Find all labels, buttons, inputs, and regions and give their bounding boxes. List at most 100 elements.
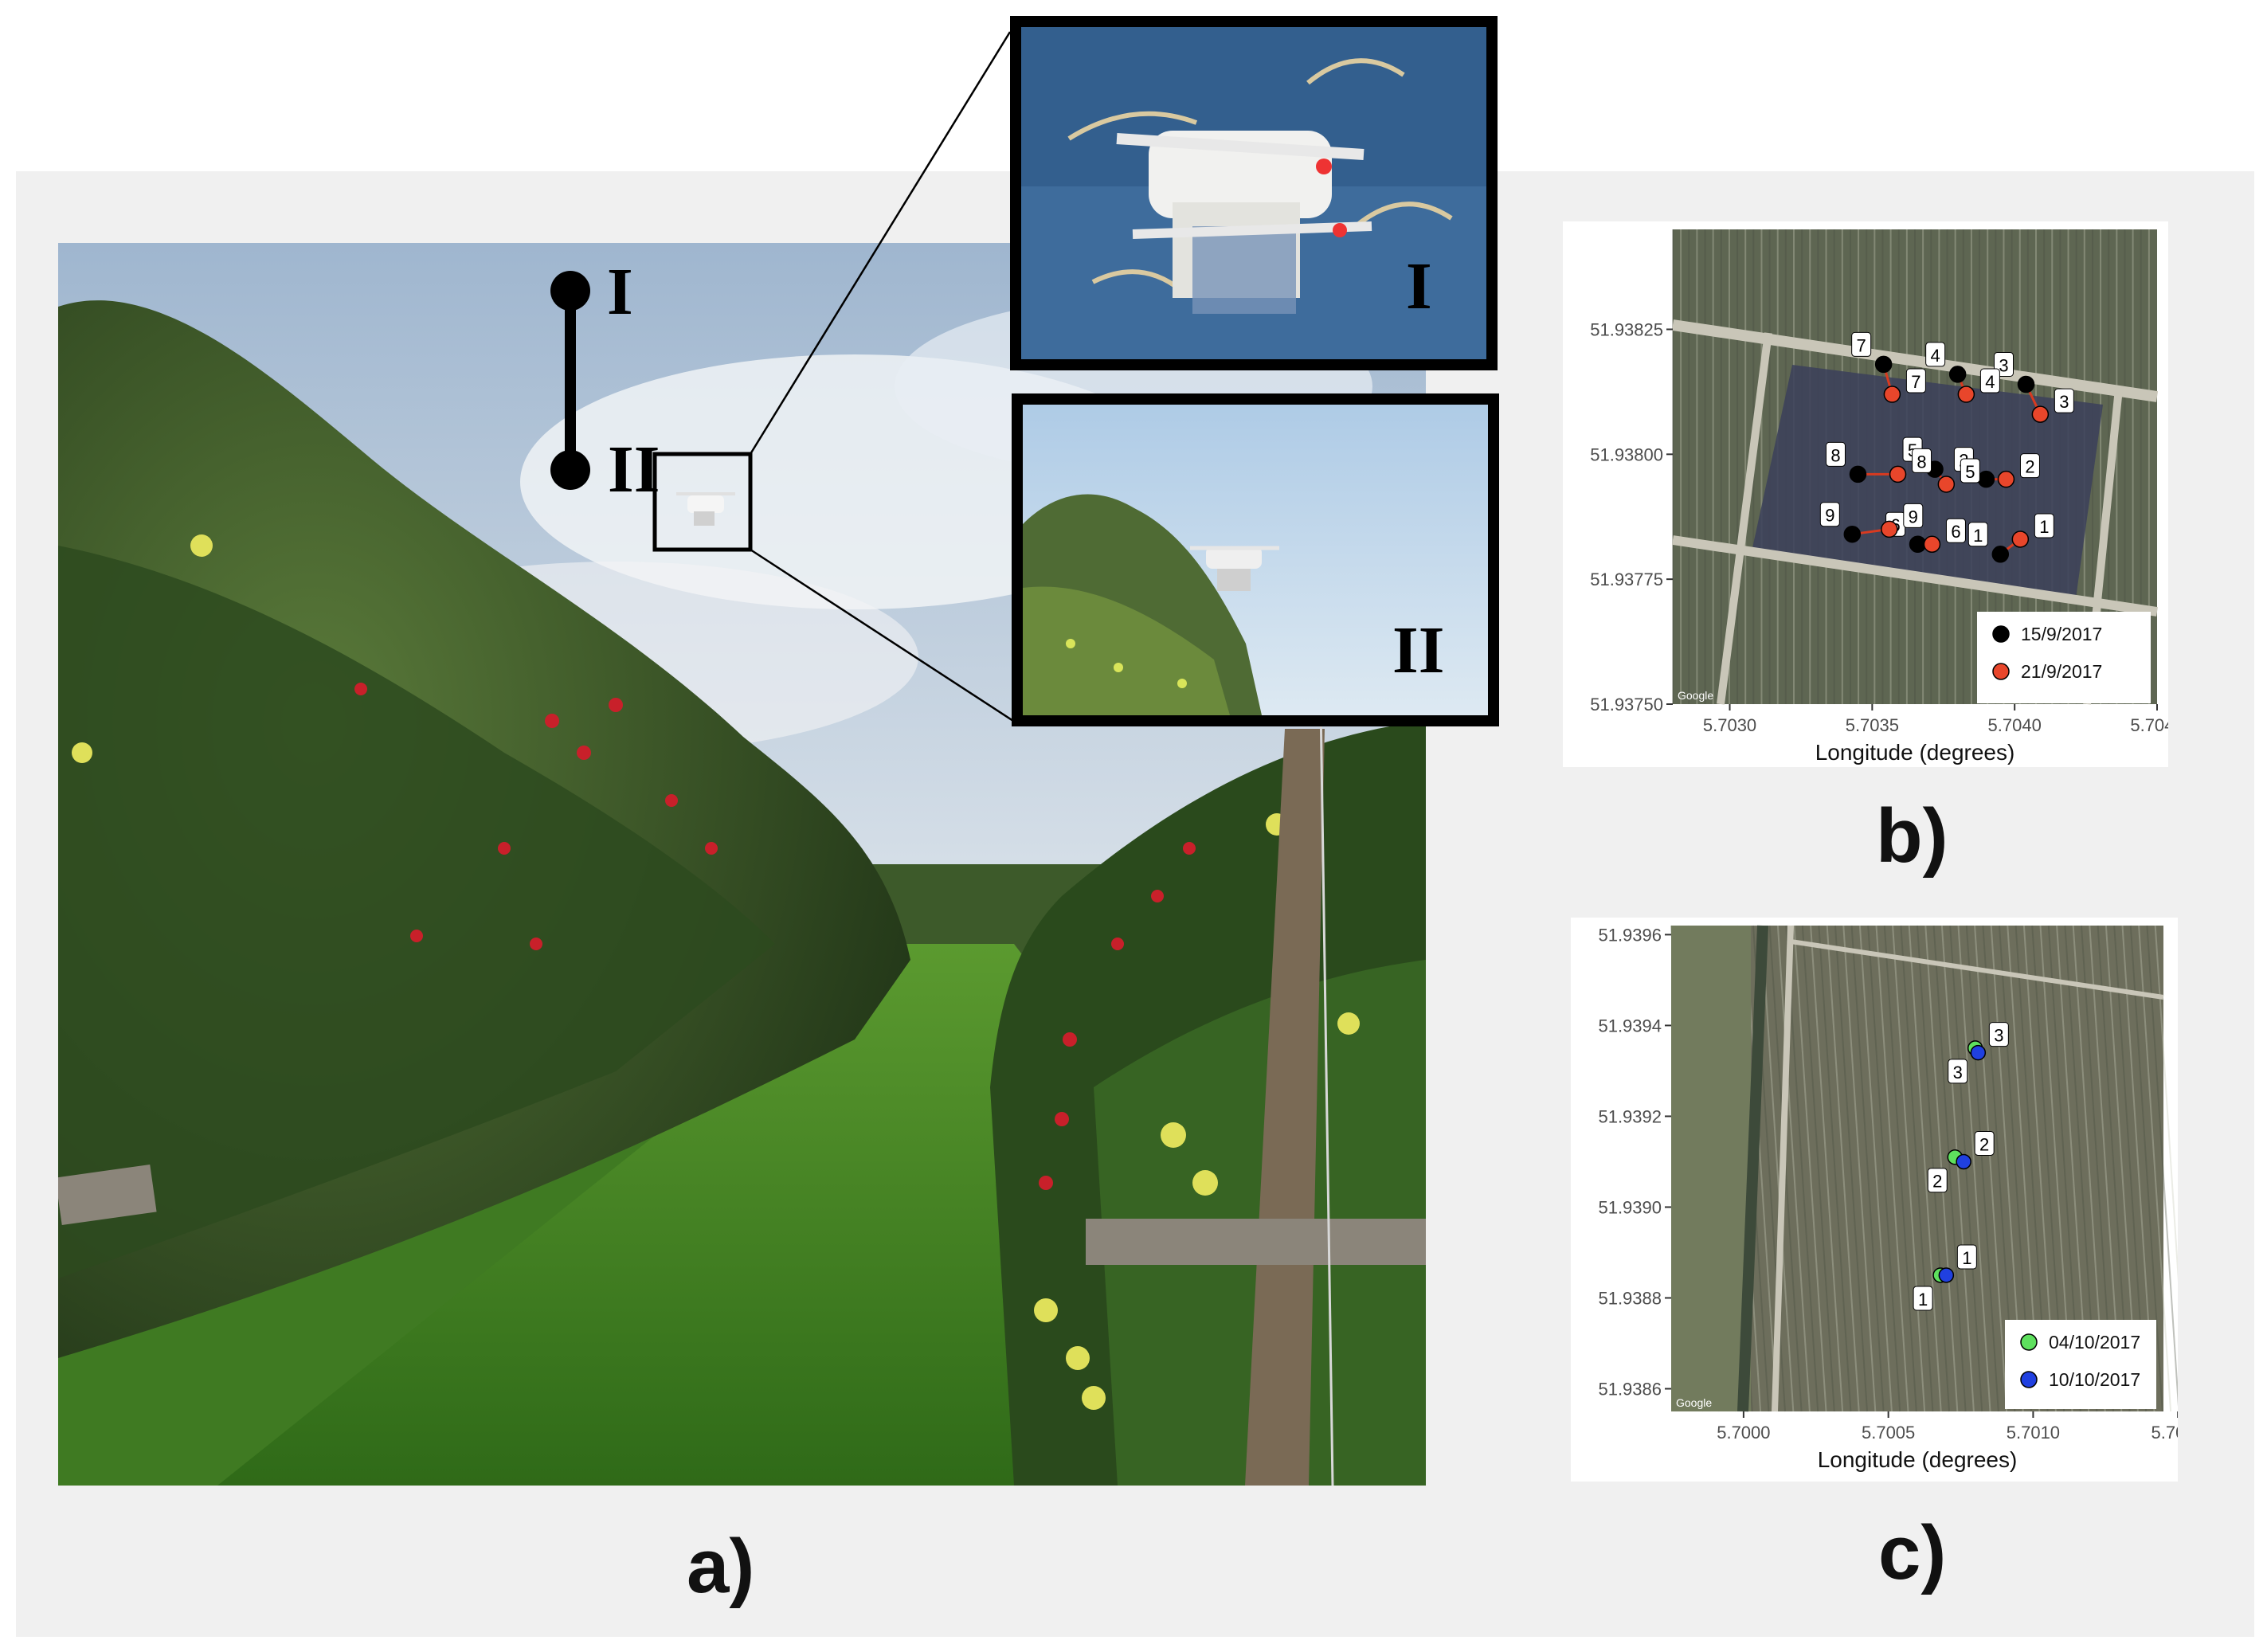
point-label: 1 <box>1962 1248 1971 1268</box>
data-point <box>1956 1153 1971 1170</box>
point-label-box <box>1956 1244 1977 1270</box>
chart-c: 51.9386 51.9388 51.9390 51.9392 51.9394 51.93… <box>1571 918 2178 1482</box>
data-point <box>1991 546 2010 563</box>
x-tick-label: 5.7000 <box>1717 1423 1770 1443</box>
road <box>1790 939 2164 1000</box>
data-point <box>1909 535 1927 553</box>
data-point <box>1997 470 2015 488</box>
y-tick-label: 51.9388 <box>1598 1288 1662 1308</box>
data-point <box>2017 375 2035 393</box>
x-tick-label: 5.7010 <box>2007 1423 2060 1443</box>
y-tick-label: 51.9392 <box>1598 1106 1662 1126</box>
ditch <box>1737 925 1768 1412</box>
legend-label: 10/10/2017 <box>2049 1369 2140 1390</box>
point-label-box <box>1825 441 1846 467</box>
point-label: 7 <box>1911 372 1920 392</box>
point-label: 9 <box>1825 506 1834 526</box>
point-label-box <box>2054 388 2074 413</box>
legend-label: 15/9/2017 <box>2021 624 2102 644</box>
point-label: 3 <box>1953 1063 1963 1082</box>
data-point <box>1923 535 1941 553</box>
point-label: 1 <box>2039 517 2049 537</box>
legend-label: 21/9/2017 <box>2021 661 2102 682</box>
legend-swatch <box>2020 1333 2038 1351</box>
data-point <box>1874 355 1893 374</box>
y-tick-label: 51.9386 <box>1598 1379 1662 1399</box>
panel-label-b: b) <box>1876 793 1948 879</box>
drone-inset-low <box>1012 393 1499 726</box>
point-label-box <box>1988 1022 2009 1047</box>
data-point <box>1948 366 1967 383</box>
point-label-box <box>1903 503 1924 528</box>
point-label-box <box>1851 331 1872 357</box>
road <box>1717 332 1772 705</box>
x-axis-title: Longitude (degrees) <box>1818 1447 2018 1472</box>
point-label: 7 <box>1857 335 1866 355</box>
road <box>1672 535 2158 617</box>
point-label-box <box>2019 453 2040 479</box>
point-label-box <box>1960 458 1980 483</box>
legend-swatch <box>1992 663 2010 680</box>
x-tick-label: 5.7005 <box>1862 1423 1915 1443</box>
data-point <box>1849 465 1867 483</box>
y-tick-label: 51.93825 <box>1590 319 1663 339</box>
point-label: 3 <box>1994 1026 2003 1046</box>
point-label-box <box>1819 502 1840 527</box>
y-tick-label: 51.9394 <box>1598 1016 1662 1035</box>
point-label: 8 <box>1917 452 1926 472</box>
data-point <box>1881 520 1898 538</box>
x-tick-label: 5.7040 <box>1988 715 2042 735</box>
point-label: 8 <box>1830 445 1840 465</box>
panel-label-a: a) <box>687 1524 755 1609</box>
point-label: 6 <box>1951 522 1960 542</box>
y-tick-label: 51.93800 <box>1590 444 1663 464</box>
inset-1-label: I <box>1406 249 1432 323</box>
road <box>1772 925 1794 1412</box>
point-label-box <box>1974 1130 1995 1156</box>
point-label-box <box>1945 518 1966 543</box>
point-label: 2 <box>1979 1134 1989 1154</box>
data-point <box>1970 1044 1987 1061</box>
data-point <box>1977 470 1995 488</box>
point-label: 4 <box>1931 346 1940 366</box>
data-point <box>1883 386 1901 403</box>
point-label-box <box>1905 368 1926 393</box>
point-label-box <box>1927 1168 1948 1193</box>
y-tick-label: 51.9396 <box>1598 925 1662 945</box>
data-point <box>1889 465 1907 483</box>
panel-label-c: c) <box>1878 1510 1947 1595</box>
point-label: 1 <box>1973 526 1983 546</box>
point-label-box <box>1925 342 1946 367</box>
x-tick-label: 5.7045 <box>2130 715 2168 735</box>
x-tick-label: 5.7015 <box>2151 1423 2178 1443</box>
data-point <box>1937 476 1956 493</box>
point-label-box <box>1979 368 2000 393</box>
point-label: 9 <box>1909 507 1918 527</box>
point-label: 5 <box>1965 462 1975 482</box>
point-label: 2 <box>2025 457 2034 477</box>
point-label: 3 <box>1999 355 2008 375</box>
chart-c-svg: 51.9386 51.9388 51.9390 51.9392 51.9394 51.93… <box>1598 925 2178 1472</box>
point-label-box <box>2034 513 2054 538</box>
data-point <box>1938 1267 1955 1283</box>
point-label: 4 <box>1985 372 1995 392</box>
legend-swatch <box>2020 1371 2038 1388</box>
grass-strip <box>1671 926 1751 1411</box>
legend-swatch <box>1992 625 2010 643</box>
legend-label: 04/10/2017 <box>2049 1332 2140 1353</box>
point-label-box <box>1967 522 1988 547</box>
inset-2-label: II <box>1392 613 1445 687</box>
y-tick-label: 51.9390 <box>1598 1197 1662 1217</box>
point-label: 2 <box>1932 1172 1942 1192</box>
point-label-box <box>1912 448 1932 473</box>
altitude-label-high: I <box>607 255 633 329</box>
data-point <box>2011 530 2030 548</box>
data-point <box>1843 525 1862 543</box>
drone-inset-high <box>1010 16 1498 370</box>
data-point <box>2031 405 2050 423</box>
map-credit-google: Google <box>1676 1396 1712 1409</box>
point-label-box <box>1948 1059 1968 1084</box>
x-tick-label: 5.7035 <box>1846 715 1899 735</box>
x-axis-title: Longitude (degrees) <box>1815 740 2015 765</box>
